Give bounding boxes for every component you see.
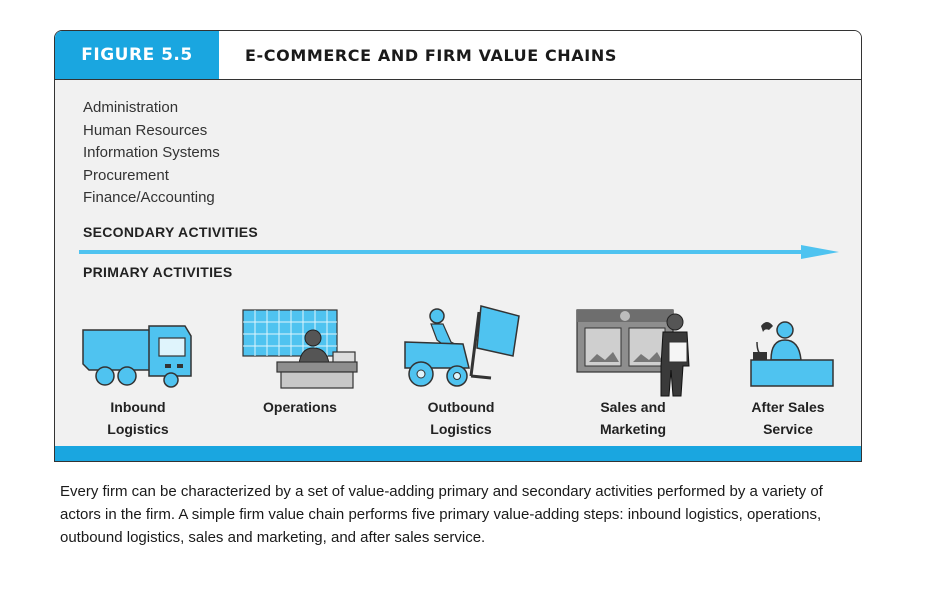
- activity-label-inbound-logistics: Inbound Logistics: [107, 399, 169, 437]
- secondary-activities-list: Administration Human Resources Informati…: [83, 97, 220, 210]
- figure-header: FIGURE 5.5 E-COMMERCE AND FIRM VALUE CHA…: [55, 31, 861, 80]
- activity-label-sales-and-marketing: Sales and Marketing: [599, 399, 667, 437]
- secondary-item: Human Resources: [83, 121, 208, 139]
- activity-label-after-sales-service: After Sales Service: [751, 399, 825, 437]
- figure-title: E-COMMERCE AND FIRM VALUE CHAINS: [245, 46, 617, 65]
- activity-label-outbound-logistics: Outbound Logistics: [427, 399, 495, 437]
- forklift-icon: [404, 305, 520, 387]
- operations-worker-icon: [242, 309, 358, 389]
- salesperson-icon: [576, 309, 690, 397]
- secondary-item: Finance/Accounting: [83, 189, 215, 206]
- value-chain-panel: Administration Human Resources Informati…: [55, 80, 861, 446]
- figure: FIGURE 5.5 E-COMMERCE AND FIRM VALUE CHA…: [54, 30, 862, 462]
- figure-number: FIGURE 5.5: [55, 31, 219, 79]
- secondary-item: Administration: [83, 99, 179, 116]
- value-chain-arrow: [79, 245, 839, 259]
- secondary-activities-label: SECONDARY ACTIVITIES: [83, 224, 259, 240]
- secondary-item: Procurement: [83, 166, 169, 184]
- figure-bottom-bar: [55, 446, 861, 461]
- support-phone-icon: [750, 321, 834, 387]
- activity-label-operations: Operations: [263, 399, 337, 415]
- figure-caption: Every firm can be characterized by a set…: [60, 483, 823, 546]
- truck-icon: [82, 325, 192, 388]
- secondary-item: Information Systems: [83, 144, 220, 161]
- primary-activities-label: PRIMARY ACTIVITIES: [83, 264, 233, 280]
